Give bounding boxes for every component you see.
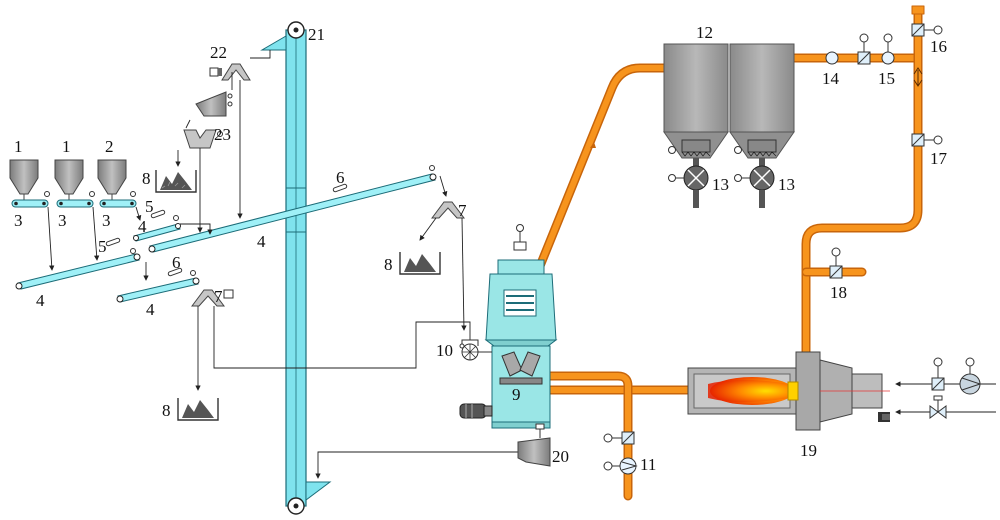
label-11: 11 [640,455,656,474]
inclined-conveyors [15,165,437,303]
crusher [183,91,233,149]
label-1: 1 [14,137,23,156]
hot-gas-pipes [535,5,925,501]
label-9: 9 [512,385,521,404]
rotary-feeder [459,339,492,361]
label-20: 20 [552,447,569,466]
burner-valves [929,357,982,419]
label-3: 3 [58,211,67,230]
label-4: 4 [257,232,266,251]
label-4: 4 [146,300,155,319]
label-4: 4 [138,217,147,236]
label-6: 6 [336,168,345,187]
label-16: 16 [930,37,947,56]
label-8: 8 [384,255,393,274]
label-7: 7 [214,287,223,306]
hot-air-furnace [687,351,890,431]
label-15: 15 [878,69,895,88]
label-8: 8 [142,169,151,188]
label-5: 5 [98,237,107,256]
coal-silos [663,43,795,159]
label-23: 23 [214,125,231,144]
bucket-elevator [260,21,332,515]
label-18: 18 [830,283,847,302]
label-14: 14 [822,69,840,88]
reject-bins [155,170,441,421]
material-flow-lines [47,50,530,479]
valves-and-actuators [603,23,943,475]
label-1: 1 [62,137,71,156]
magnetic-separators [105,183,348,277]
label-10: 10 [436,341,453,360]
label-8: 8 [162,401,171,420]
label-4: 4 [36,291,45,310]
label-13: 13 [778,175,795,194]
label-6: 6 [172,253,181,272]
label-5: 5 [145,197,154,216]
label-17: 17 [930,149,948,168]
label-2: 2 [105,137,114,156]
label-22: 22 [210,43,227,62]
vertical-roller-mill [459,224,558,429]
label-7: 7 [458,201,467,220]
feed-hoppers [9,159,127,200]
product-hopper [517,423,551,467]
diverter-gates [191,63,465,307]
belt-conveyors-3 [11,191,137,208]
coal-feeders [676,158,775,208]
label-12: 12 [696,23,713,42]
label-3: 3 [102,211,111,230]
label-21: 21 [308,25,325,44]
label-13: 13 [712,175,729,194]
component-labels: 1 1 2 3 3 3 4 4 4 4 5 5 6 6 7 7 8 8 8 9 … [14,23,948,474]
label-3: 3 [14,211,23,230]
label-19: 19 [800,441,817,460]
